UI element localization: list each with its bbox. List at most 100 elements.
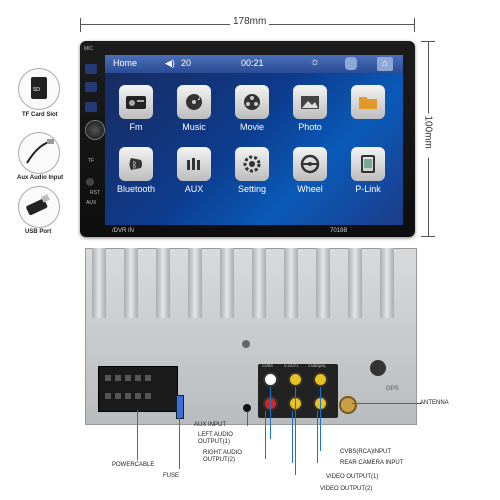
svg-text:ᛒ: ᛒ: [132, 160, 137, 171]
power-button[interactable]: [85, 82, 97, 92]
app-wheel-label: Wheel: [297, 184, 323, 194]
model-label: 7018B: [330, 228, 348, 234]
app-fm[interactable]: Fm: [115, 85, 157, 132]
usb-circle: [18, 186, 60, 228]
rca-video-out-1[interactable]: [288, 372, 303, 387]
tf-card-label: TF Card Slot: [22, 112, 58, 118]
music-icon: ♪: [177, 85, 211, 119]
app-setting[interactable]: Setting: [231, 147, 273, 194]
gps-label: GPS: [386, 386, 399, 392]
aux-icon: [177, 147, 211, 181]
aux-cable-circle: [18, 132, 60, 174]
bluetooth-icon: ᛒ: [119, 147, 153, 181]
callout-line: [295, 387, 296, 475]
svg-text:♪: ♪: [197, 93, 202, 102]
callout-line: [352, 403, 422, 404]
height-dimension-tick-top: [421, 41, 435, 42]
cooling-fin: [284, 248, 298, 318]
antenna-callout: ANTENNA: [420, 400, 449, 406]
cooling-fin: [348, 248, 362, 318]
phone-link-icon: [351, 147, 385, 181]
cooling-fin: [124, 248, 138, 318]
callout-line: [317, 411, 318, 463]
tf-label: TF: [88, 158, 95, 164]
rst-label: RST: [90, 190, 100, 196]
width-dimension-label: 178mm: [230, 16, 270, 27]
app-movie-label: Movie: [239, 122, 264, 132]
cvbs-in-label: CVBS(IN): [308, 363, 326, 368]
app-fm-label: Fm: [129, 122, 143, 132]
height-dimension-label: 100mm: [422, 113, 434, 158]
brightness-icon[interactable]: ☼: [310, 56, 321, 68]
cooling-fin: [188, 248, 202, 318]
status-bar: Home ◀) 20 00:21 ☼ ⌂: [105, 55, 403, 73]
svg-text:SD: SD: [33, 87, 40, 93]
fuse: [176, 395, 184, 419]
home-label[interactable]: Home: [113, 58, 138, 68]
callout-line: [270, 387, 271, 439]
photo-icon: [293, 85, 327, 119]
callout-line: [247, 412, 248, 426]
movie-icon: [235, 85, 269, 119]
app-movie[interactable]: Movie: [231, 85, 273, 132]
power-connector[interactable]: [98, 366, 178, 412]
gps-port[interactable]: [370, 360, 386, 376]
right-audio-callout: RIGHT AUDIO OUTPUT(2): [203, 450, 242, 463]
next-button[interactable]: [85, 102, 97, 112]
back-icon[interactable]: [345, 57, 357, 70]
tf-card-circle: SD: [18, 68, 60, 110]
antenna-port[interactable]: [339, 396, 357, 414]
radio-icon: [119, 85, 153, 119]
aux-cable-label: Aux Audio Input: [17, 175, 64, 181]
dvr-in-label: /DVR IN: [112, 228, 135, 234]
callout-line: [137, 410, 138, 460]
rca-left-audio[interactable]: [263, 372, 278, 387]
app-plink[interactable]: P-Link: [347, 147, 389, 194]
app-plink-label: P-Link: [355, 184, 381, 194]
rca-cvbs-in[interactable]: [313, 372, 328, 387]
app-folder[interactable]: [347, 85, 389, 122]
cvbs-label: CVBS: [262, 363, 273, 368]
volume-knob[interactable]: [85, 120, 105, 140]
aux-input-jack[interactable]: [243, 404, 251, 412]
app-aux-label: AUX: [184, 184, 204, 194]
app-bluetooth-label: Bluetooth: [116, 184, 156, 194]
cooling-fin: [220, 248, 234, 318]
app-bluetooth[interactable]: ᛒ Bluetooth: [115, 147, 157, 194]
app-wheel[interactable]: Wheel: [289, 147, 331, 194]
aux-port[interactable]: [86, 178, 94, 186]
cooling-fin: [316, 248, 330, 318]
vout-label: V-OUT1: [284, 363, 299, 368]
left-audio-callout: LEFT AUDIO OUTPUT(1): [198, 432, 233, 445]
cooling-fin: [92, 248, 106, 318]
aux-label: AUX: [86, 200, 97, 206]
video-output-2-callout: VIDEO OUTPUT(2): [320, 486, 373, 492]
cooling-fin: [156, 248, 170, 318]
cooling-fin: [380, 248, 394, 318]
height-dimension-tick-bottom: [421, 236, 435, 237]
app-photo[interactable]: Photo: [289, 85, 331, 132]
rear-camera-callout: REAR CAMERA INPUT: [340, 460, 404, 466]
steering-wheel-icon: [293, 147, 327, 181]
fuse-callout: FUSE: [163, 473, 180, 479]
width-dimension-tick-left: [80, 18, 81, 32]
width-dimension-tick-right: [414, 18, 415, 32]
clock: 00:21: [241, 58, 264, 68]
prev-button[interactable]: [85, 64, 97, 74]
home-icon[interactable]: ⌂: [377, 57, 393, 71]
cooling-fin: [252, 248, 266, 318]
app-music[interactable]: ♪ Music: [173, 85, 215, 132]
powercable-callout: POWERCABLE: [112, 462, 155, 468]
video-output-1-callout: VIDEO OUTPUT(1): [326, 474, 379, 480]
callout-line: [265, 411, 266, 459]
callout-line: [179, 417, 180, 469]
app-aux[interactable]: AUX: [173, 147, 215, 194]
usb-label: USB Port: [25, 229, 52, 235]
mic-label: MIC: [84, 46, 94, 52]
touch-screen[interactable]: Home ◀) 20 00:21 ☼ ⌂ Fm ♪ Music Movie Ph…: [105, 55, 403, 225]
aux-input-callout: AUX INPUT: [194, 422, 227, 428]
callout-line: [292, 411, 293, 463]
folder-icon: [351, 85, 385, 119]
app-photo-label: Photo: [298, 122, 322, 132]
volume-icon: ◀): [165, 58, 175, 68]
